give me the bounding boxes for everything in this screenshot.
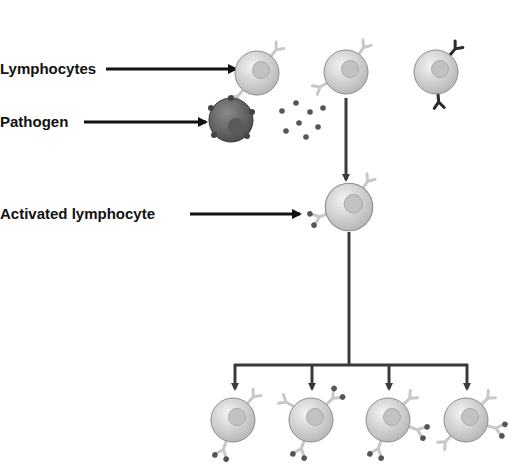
activated-lymphocyte xyxy=(306,174,375,231)
leader-arrow xyxy=(190,213,300,216)
antigen-particles xyxy=(279,100,326,140)
proliferation-arrows xyxy=(234,232,468,389)
clone-lymphocyte xyxy=(211,389,261,463)
clone-lymphocyte xyxy=(278,384,346,461)
lymphocyte xyxy=(414,41,463,108)
lymphocyte xyxy=(312,40,371,95)
clone-lymphocyte xyxy=(366,391,431,462)
callout-label: Activated lymphocyte xyxy=(0,205,155,223)
callout-label: Pathogen xyxy=(0,113,68,131)
leader-arrow xyxy=(84,121,206,124)
pathogen xyxy=(208,95,255,142)
leader-arrow xyxy=(106,68,236,71)
callout-label: Lymphocytes xyxy=(0,60,96,78)
clone-lymphocyte xyxy=(438,391,509,450)
selection-arrow xyxy=(345,98,348,180)
lymphocyte xyxy=(230,42,284,104)
